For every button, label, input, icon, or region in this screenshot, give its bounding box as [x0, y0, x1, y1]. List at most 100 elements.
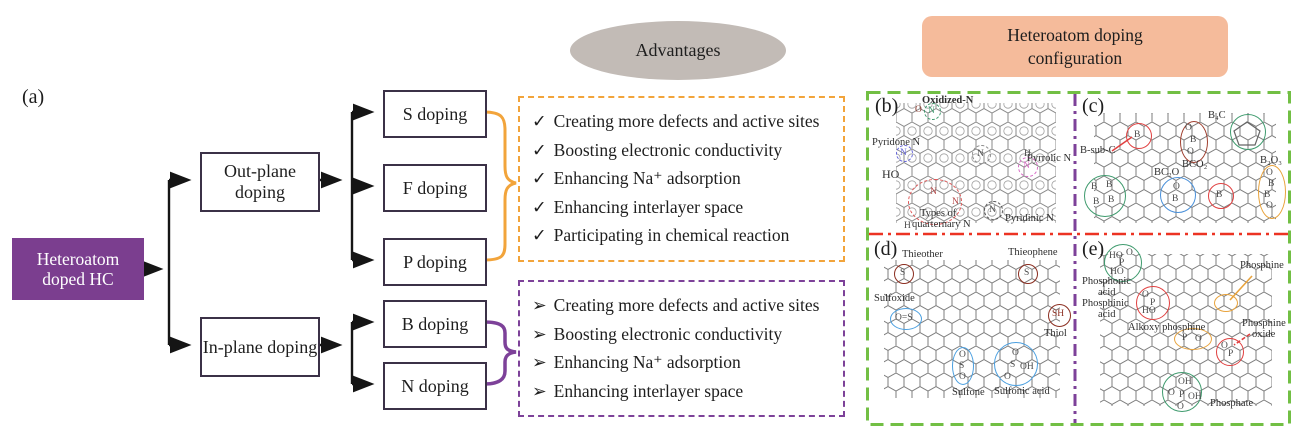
oxidized-n-label: Oxidized-N	[922, 95, 974, 106]
alkoxy-phosphine-ellipse	[1174, 328, 1212, 350]
sulfone-label: Sulfone	[952, 387, 985, 398]
quaternary-n-label-line2: quarternary N	[912, 219, 971, 230]
advantage-text: Enhancing Na⁺ adsorption	[553, 352, 741, 372]
node-b-doping: B doping	[383, 300, 487, 348]
oxygen-atom: O	[1004, 372, 1011, 382]
phosphorus-atom: P	[1228, 349, 1234, 359]
advantage-item: ✓Enhancing Na⁺ adsorption	[532, 164, 843, 193]
advantages-header: Advantages	[570, 21, 786, 80]
oxygen-atom: O	[1168, 388, 1175, 398]
pyridone-n-circle	[896, 145, 913, 162]
advantage-item: ✓Enhancing interlayer space	[532, 193, 843, 222]
hydroxyl-group: HO	[1109, 251, 1123, 261]
boron-atom: B	[1091, 182, 1098, 192]
phosphine-oxide-label-line1: Phosphine	[1242, 318, 1286, 329]
b-sub-c-label: B-sub-C	[1080, 145, 1116, 156]
phosphonic-acid-circle	[1104, 244, 1142, 282]
panel-a-label: (a)	[22, 86, 45, 108]
thiol-label: Thiol	[1044, 328, 1067, 339]
oxygen-atom: O	[1126, 248, 1133, 258]
in-plane-advantages-box: ➢Creating more defects and active sites …	[518, 280, 845, 417]
thiophene-circle	[1018, 264, 1038, 284]
sulfonic-acid-label: Sulfonic acid	[994, 386, 1050, 397]
phosphorus-atom: P	[1182, 333, 1188, 343]
bc2o-circle	[1160, 177, 1196, 213]
node-out-plane-doping: Out-plane doping	[200, 152, 320, 212]
sulfoxide-label: Sulfoxide	[874, 293, 915, 304]
pyrrolic-n-label: Pyrrolic N	[1027, 153, 1072, 164]
oxygen-atom: O	[1266, 168, 1273, 178]
out-plane-advantages-box: ✓Creating more defects and active sites …	[518, 96, 845, 262]
hydrogen-atom: H	[1024, 149, 1031, 159]
config-header-line2: configuration	[1027, 47, 1123, 68]
boron-atom: B	[1093, 197, 1100, 207]
check-bullet: ✓	[532, 225, 547, 245]
ho-group-label: HO	[882, 167, 900, 181]
oxygen-atom: O	[1221, 341, 1228, 351]
hydroxyl-group: OH	[1178, 377, 1192, 387]
sulfoxide-ellipse	[890, 308, 922, 330]
check-bullet: ✓	[532, 111, 547, 131]
hydroxyl-group: OH	[1020, 362, 1034, 372]
boron-atom: B	[1172, 194, 1179, 204]
b-cluster-circle	[1084, 175, 1126, 217]
boron-atom: B	[1264, 190, 1271, 200]
advantage-text: Creating more defects and active sites	[553, 111, 820, 131]
advantage-text: Creating more defects and active sites	[553, 295, 820, 315]
sulfonic-acid-circle	[994, 342, 1038, 386]
graphitic-n-circle	[972, 145, 991, 164]
phosphorus-atom: P	[1150, 298, 1156, 308]
phosphonic-acid-label-line2: acid	[1098, 287, 1116, 298]
check-bullet: ✓	[532, 168, 547, 188]
advantage-item: ✓Boosting electronic conductivity	[532, 136, 843, 165]
sulfur-atom: S	[900, 268, 906, 278]
advantage-item: ➢ Enhancing Na⁺ adsorption	[532, 348, 843, 377]
advantage-item: ✓ Participating in chemical reaction	[532, 221, 843, 250]
advantage-item: ➢ Enhancing interlayer space	[532, 377, 843, 406]
arrow-bullet: ➢	[532, 380, 547, 401]
b-sub-c-circle	[1126, 123, 1152, 149]
b-sub-c-circle-2	[1208, 183, 1234, 209]
pyridinic-n-circle	[984, 201, 1003, 220]
config-panel-borders	[866, 91, 1291, 426]
purple-brace	[483, 320, 517, 386]
oxygen-atom: O	[1195, 334, 1202, 344]
orange-brace	[483, 110, 517, 262]
oxygen-atom: O	[1173, 182, 1180, 192]
phosphinic-acid-label-line1: Phosphinic	[1082, 298, 1129, 309]
hydroxyl-group: HO	[1110, 267, 1124, 277]
hydroxyl-group: OH	[1188, 392, 1202, 402]
nitrogen-atom: N	[989, 205, 996, 215]
advantage-text: Participating in chemical reaction	[553, 225, 790, 245]
config-header-line1: Heteroatom doping	[1007, 24, 1143, 45]
boron-atom: B	[1190, 135, 1197, 145]
sulfur-atom: S	[1010, 360, 1016, 370]
phosphine-circle	[1214, 294, 1238, 312]
sulfur-atom: S	[1024, 268, 1030, 278]
nitrogen-atom: N	[977, 149, 984, 159]
advantage-text: Boosting electronic conductivity	[553, 139, 783, 160]
config-panel-frame	[866, 91, 1291, 426]
pyridone-n-label: Pyridone N	[872, 137, 921, 148]
panel-e-label: (e)	[1082, 238, 1105, 260]
arrow-bullet: ➢	[532, 352, 547, 372]
config-header: Heteroatom doping configuration	[922, 16, 1228, 77]
nitrogen-atom: N	[952, 197, 959, 207]
oxygen-atom: O	[915, 105, 922, 115]
nitrogen-atom: N	[1023, 161, 1030, 171]
bco2-ellipse	[1180, 121, 1208, 163]
nitrogen-atom: N	[900, 148, 907, 158]
oxygen-atom: O	[959, 350, 966, 360]
phosphate-circle	[1162, 372, 1202, 412]
phosphine-oxide-circle	[1216, 338, 1244, 366]
oxygen-atom: O	[1012, 348, 1019, 358]
advantage-text: Enhancing interlayer space	[553, 380, 744, 401]
arrow-bullet: ➢	[532, 323, 547, 344]
bco2-label: BCO₂	[1182, 159, 1208, 170]
thioether-label: Thieother	[902, 249, 943, 260]
alkoxy-phosphine-label: Alkoxy phosphine	[1128, 322, 1206, 333]
boron-atom: B	[1134, 130, 1141, 140]
bc2o-label: BC₂O	[1154, 167, 1180, 178]
